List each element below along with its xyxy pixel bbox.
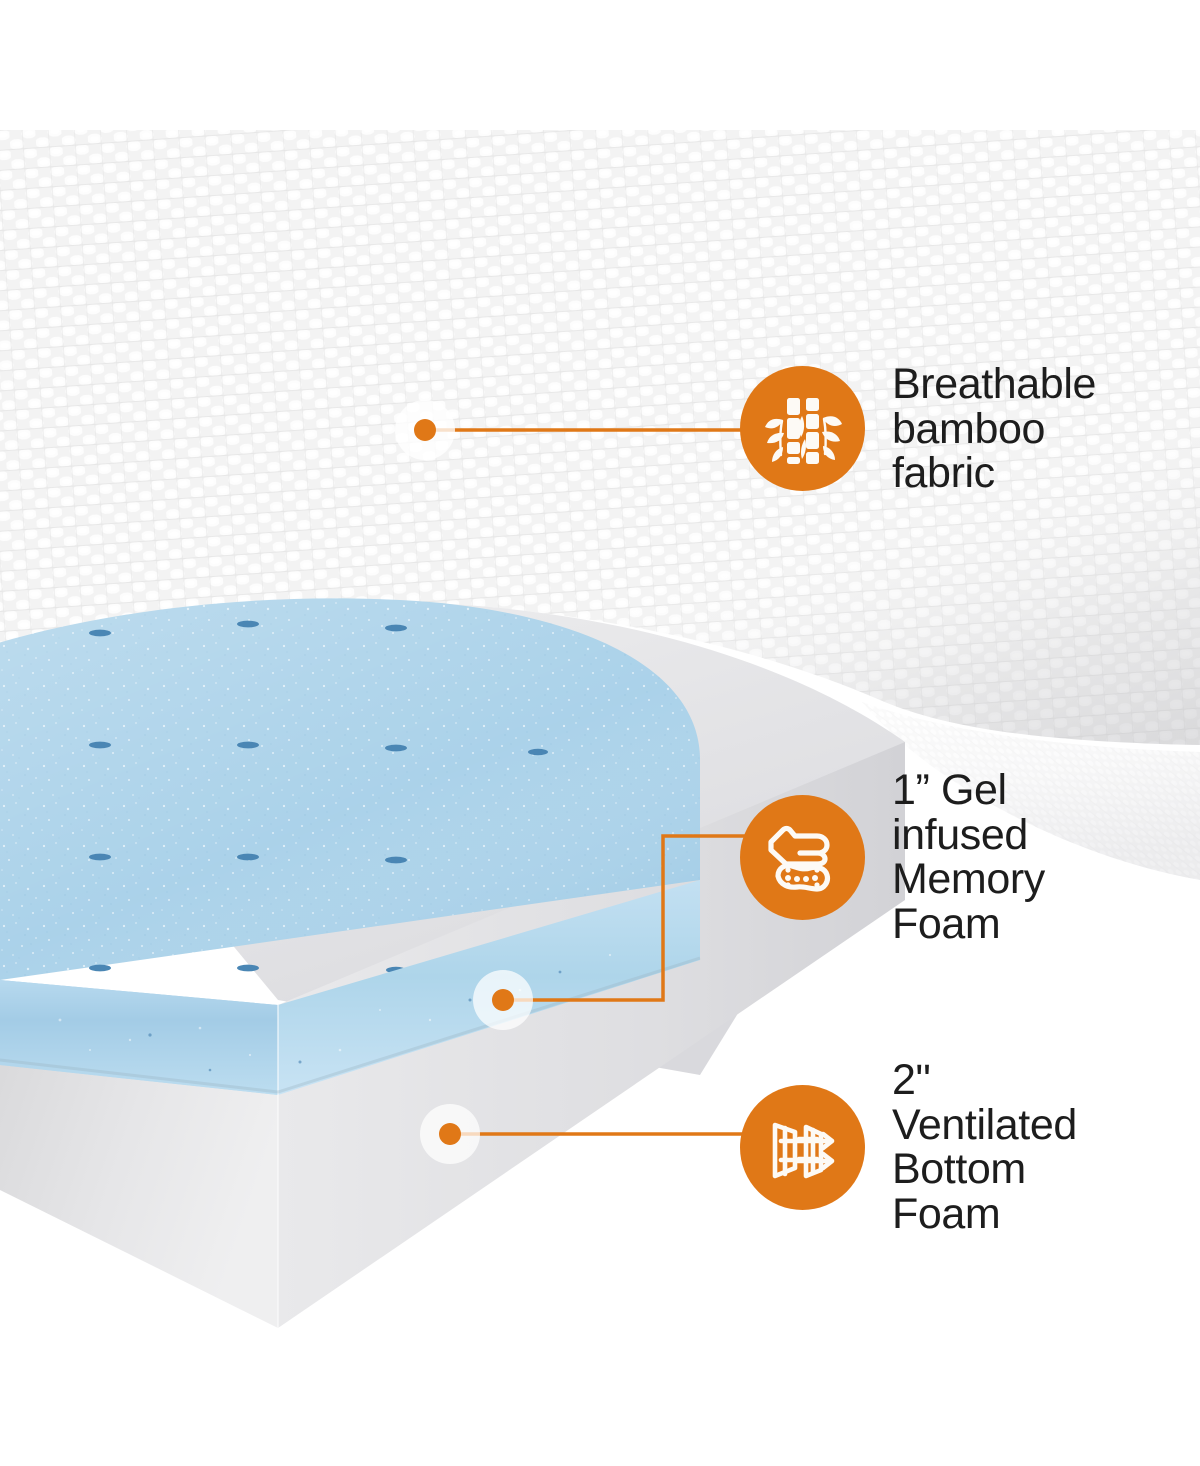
callout-breathable-bamboo-fabric[interactable]: Breathable bamboo fabric [740, 362, 1096, 496]
ventilation-holes [89, 620, 548, 974]
callout-label-bamboo: Breathable bamboo fabric [892, 360, 1096, 497]
foam-cells [784, 867, 820, 888]
callout-ventilated-bottom-foam[interactable]: 2" Ventilated Bottom Foam [740, 1058, 1077, 1236]
memory-foam-icon-badge[interactable] [740, 794, 865, 920]
callout-label-gel: 1” Gel infused Memory Foam [892, 766, 1045, 948]
ventilated-airflow-icon [772, 1122, 834, 1179]
callout-gel-memory-foam[interactable]: 1” Gel infused Memory Foam [740, 768, 1045, 946]
bamboo-icon [764, 397, 842, 464]
marker-dot-bamboo [414, 419, 436, 441]
fabric-top-surface [0, 130, 1200, 745]
callout-label-vent: 2" Ventilated Bottom Foam [892, 1056, 1077, 1238]
gel-memory-foam-layer [0, 598, 701, 1095]
fabric-rolled-edge [862, 700, 1200, 880]
leader-markers [395, 400, 533, 1164]
marker-dot-gel [492, 989, 514, 1011]
bamboo-icon-badge[interactable] [740, 366, 865, 492]
leader-line-gel [503, 834, 800, 1002]
hand-on-memory-foam-icon [767, 825, 830, 892]
ventilation-icon-badge[interactable] [740, 1084, 865, 1210]
marker-dot-vent [439, 1123, 461, 1145]
